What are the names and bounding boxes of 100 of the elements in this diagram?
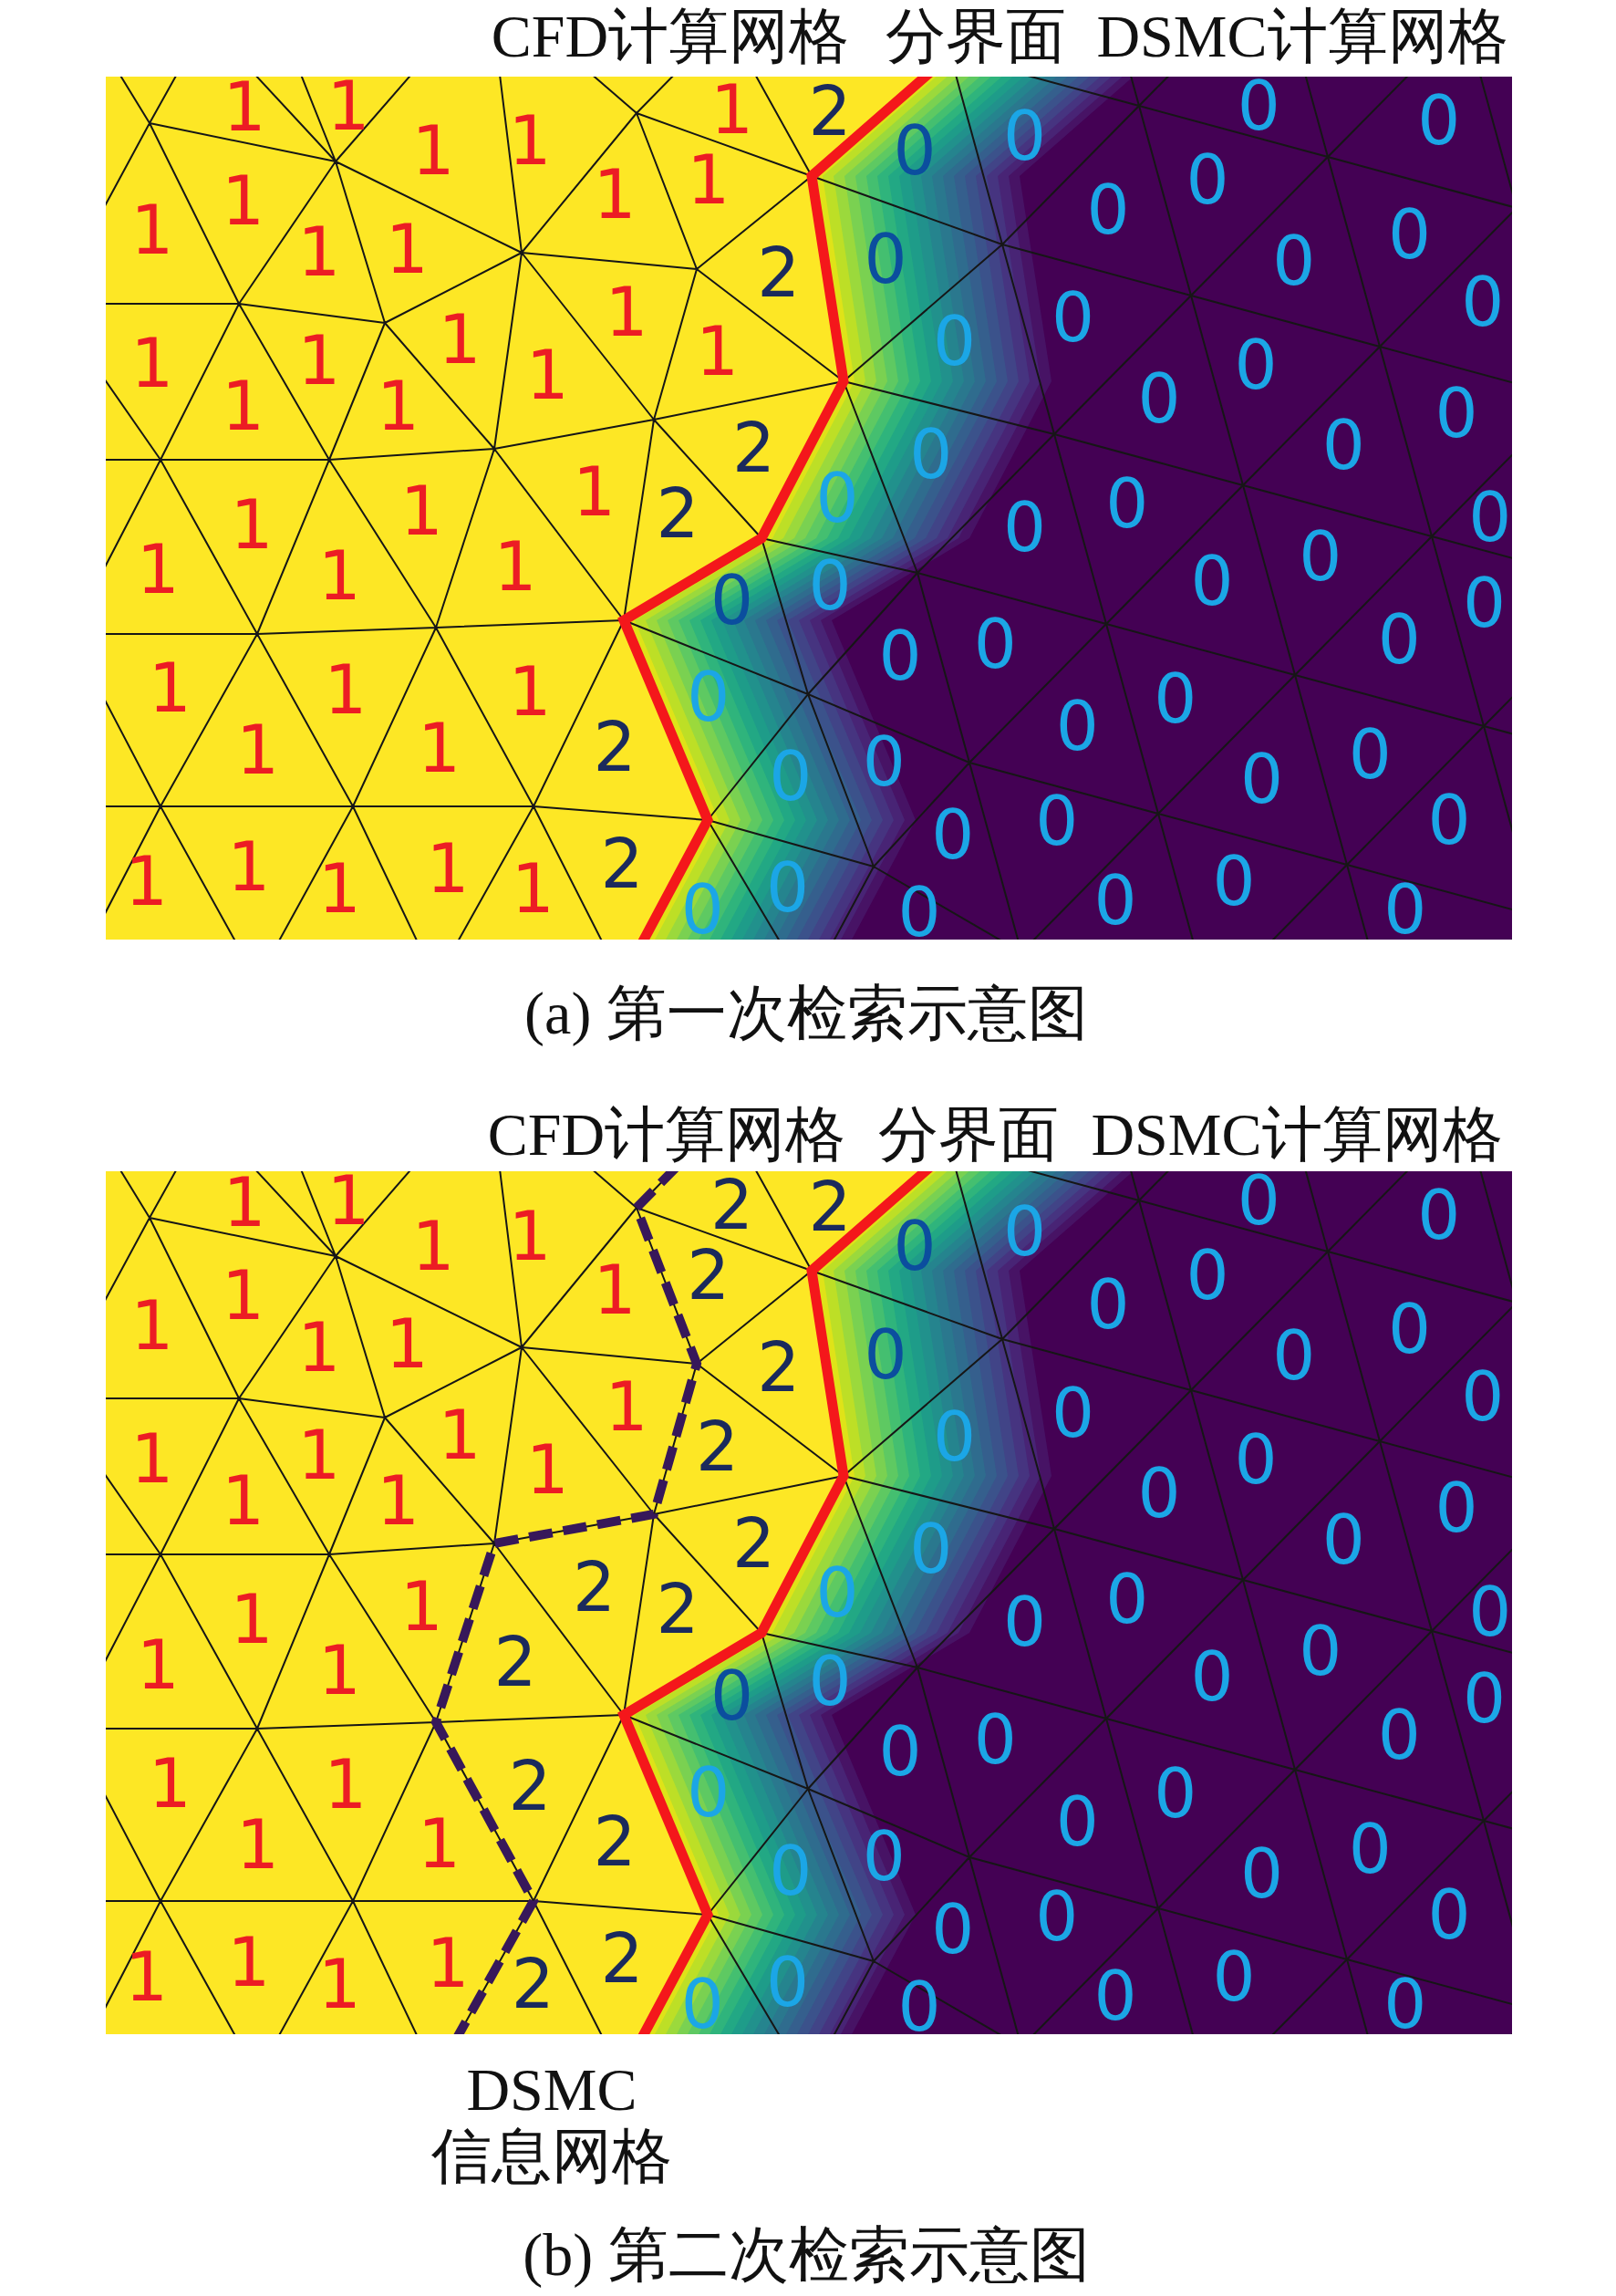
mesh-number: 0	[1417, 1181, 1461, 1250]
mesh-number: 0	[1388, 1295, 1432, 1364]
mesh-number: 2	[808, 77, 852, 145]
mesh-number: 0	[1377, 1700, 1421, 1769]
mesh-number: 2	[600, 829, 644, 898]
mesh-number: 0	[815, 463, 859, 532]
mesh-number: 0	[1427, 785, 1471, 854]
mesh-number: 0	[769, 1837, 813, 1906]
mesh-number: 0	[1239, 1840, 1284, 1908]
mesh-number: 2	[508, 1752, 552, 1821]
mesh-number: 1	[573, 458, 616, 526]
mesh-number: 0	[909, 1515, 953, 1584]
mesh-number: 0	[1137, 1460, 1181, 1528]
mesh-number: 2	[511, 1949, 554, 2018]
mesh-number: 0	[1272, 226, 1316, 295]
mesh-number: 1	[317, 1636, 361, 1705]
mesh-number: 0	[864, 225, 907, 294]
mesh-number: 0	[973, 1705, 1017, 1773]
mesh-number: 0	[769, 742, 813, 810]
mesh-number: 2	[593, 712, 637, 781]
region-label: CFD计算网格	[491, 3, 850, 70]
mesh-number: 1	[605, 277, 648, 346]
mesh-number: 1	[221, 1467, 264, 1535]
mesh-number: 1	[130, 1291, 174, 1359]
mesh-number: 0	[1154, 664, 1197, 732]
mesh-number: 1	[411, 1211, 455, 1280]
mesh-number: 1	[417, 714, 461, 783]
mesh-number: 0	[1234, 330, 1278, 399]
mesh-number: 0	[1348, 1815, 1392, 1884]
mesh-number: 0	[862, 1823, 906, 1891]
mesh-number: 0	[931, 1896, 975, 1964]
mesh-number: 0	[1212, 1942, 1256, 2010]
mesh-number: 1	[221, 166, 264, 234]
mesh-number: 0	[1435, 379, 1478, 447]
mesh-number: 1	[227, 1927, 271, 1996]
mesh-number: 0	[808, 552, 852, 619]
mesh-number: 0	[1154, 1760, 1197, 1828]
mesh-number: 1	[399, 1572, 443, 1640]
mesh-number: 0	[1051, 1378, 1094, 1447]
mesh-number: 0	[710, 566, 754, 635]
mesh-number: 0	[1105, 1564, 1149, 1633]
mesh-number: 1	[130, 1424, 174, 1492]
mesh-number: 1	[525, 340, 569, 409]
mesh-number: 0	[1002, 493, 1047, 561]
mesh-number: 0	[1190, 1642, 1234, 1710]
mesh-number: 1	[525, 1436, 569, 1504]
mesh-number: 0	[1190, 547, 1234, 616]
mesh-number: 1	[223, 1168, 266, 1236]
mesh-number: 1	[235, 1811, 279, 1879]
mesh-number: 1	[438, 1400, 482, 1469]
mesh-number: 0	[765, 853, 810, 921]
mesh-number: 0	[1468, 1578, 1512, 1647]
mesh-number: 1	[148, 1749, 192, 1817]
mesh-number: 0	[1461, 267, 1505, 336]
mesh-number: 1	[417, 1809, 461, 1877]
mesh-number: 1	[593, 1256, 637, 1324]
mesh-number: 1	[710, 76, 754, 144]
mesh-number: 1	[317, 855, 361, 923]
mesh-number: 0	[1035, 787, 1079, 856]
mesh-number: 0	[1417, 86, 1461, 154]
mesh-number: 0	[1388, 200, 1432, 268]
mesh-number: 1	[136, 1630, 180, 1699]
mesh-number: 0	[897, 878, 941, 946]
mesh-number: 1	[411, 117, 455, 185]
mesh-number: 0	[1237, 1167, 1280, 1235]
mesh-number: 1	[377, 371, 420, 440]
mesh-number: 1	[324, 1751, 368, 1819]
mesh-number: 1	[511, 855, 554, 923]
mesh-number: 0	[878, 622, 922, 691]
mesh-number: 0	[1237, 71, 1280, 140]
figure-caption: (b) 第二次检索示意图	[523, 2221, 1090, 2289]
mesh-number: 0	[1468, 483, 1512, 551]
mesh-number: 0	[893, 117, 937, 185]
mesh-number: 2	[710, 1170, 754, 1239]
mesh-number: 0	[808, 1647, 852, 1715]
mesh-number: 0	[1299, 522, 1342, 590]
mesh-number: 1	[221, 1262, 264, 1330]
mesh-number: 1	[593, 161, 637, 229]
region-label: DSMC计算网格	[1091, 1101, 1503, 1169]
mesh-number: 0	[1086, 175, 1130, 244]
mesh-number: 2	[808, 1172, 852, 1241]
mesh-number: 1	[687, 146, 730, 214]
mesh-number: 0	[687, 662, 730, 731]
mesh-number: 2	[600, 1925, 644, 1993]
mesh-number: 0	[1377, 606, 1421, 674]
mesh-number: 0	[1234, 1426, 1278, 1494]
region-label: 分界面	[878, 1101, 1059, 1169]
mesh-number: 1	[377, 1467, 420, 1535]
mesh-number: 1	[136, 535, 180, 604]
mesh-number: 1	[426, 1929, 470, 1998]
mesh-number: 0	[1321, 1506, 1365, 1574]
mesh-number: 1	[385, 214, 429, 283]
mesh-number: 0	[1093, 867, 1137, 935]
mesh-number: 1	[426, 834, 470, 902]
mesh-number: 0	[1212, 847, 1256, 916]
mesh-number: 0	[932, 306, 976, 375]
mesh-number: 1	[148, 654, 192, 722]
mesh-number: 1	[223, 73, 266, 141]
mesh-number: 1	[235, 715, 279, 784]
mesh-number: 2	[493, 1627, 537, 1696]
